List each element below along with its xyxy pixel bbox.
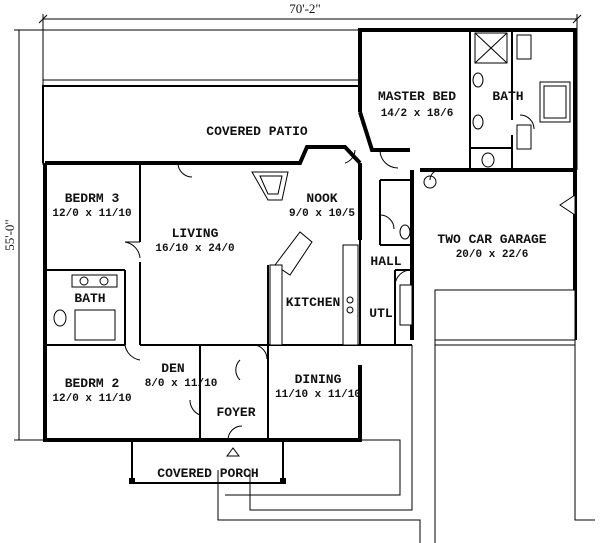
hall-bath-fixtures (53, 274, 118, 341)
interior-walls (45, 30, 513, 440)
overall-depth-label: 55'-0" (2, 219, 17, 250)
covered-patio-outline (42, 79, 360, 163)
living-size: 16/10 x 24/0 (155, 243, 234, 255)
master-bath-label: BATH (492, 89, 523, 104)
overall-width-dimension: 70'-2" (38, 1, 582, 28)
foyer-label: FOYER (216, 405, 255, 420)
fireplace (251, 171, 289, 201)
kitchen-counters (269, 231, 413, 346)
bedrm3-label: BEDRM 3 (65, 191, 120, 206)
garage-label: TWO CAR GARAGE (437, 232, 546, 247)
garage-side-door (559, 194, 576, 216)
door-swings (124, 114, 535, 441)
garage-size: 20/0 x 22/6 (456, 249, 529, 261)
bedrm2-size: 12/0 x 11/10 (52, 393, 131, 405)
master-bed-size: 14/2 x 18/6 (381, 108, 454, 120)
bedrm2-label: BEDRM 2 (65, 376, 120, 391)
utl-label: UTL (369, 306, 393, 321)
nook-size: 9/0 x 10/5 (289, 208, 355, 220)
garage-door-and-driveway (217, 289, 595, 543)
covered-porch-outline (129, 440, 286, 484)
master-bed-label: MASTER BED (378, 89, 456, 104)
bedrm3-size: 12/0 x 11/10 (52, 208, 131, 220)
kitchen-label: KITCHEN (286, 295, 341, 310)
den-label: DEN (161, 361, 184, 376)
dining-label: DINING (295, 372, 342, 387)
dining-size: 11/10 x 11/10 (275, 389, 361, 401)
covered-patio-label: COVERED PATIO (206, 124, 308, 139)
nook-label: NOOK (306, 191, 337, 206)
master-bath-fixtures (399, 32, 571, 240)
den-size: 8/0 x 11/10 (145, 378, 218, 390)
hall-label: HALL (370, 254, 401, 269)
overall-depth-dimension: 55'-0" (2, 29, 28, 441)
covered-porch-label: COVERED PORCH (157, 466, 258, 481)
living-label: LIVING (172, 226, 219, 241)
bath-label: BATH (74, 291, 105, 306)
overall-width-label: 70'-2" (289, 1, 320, 16)
